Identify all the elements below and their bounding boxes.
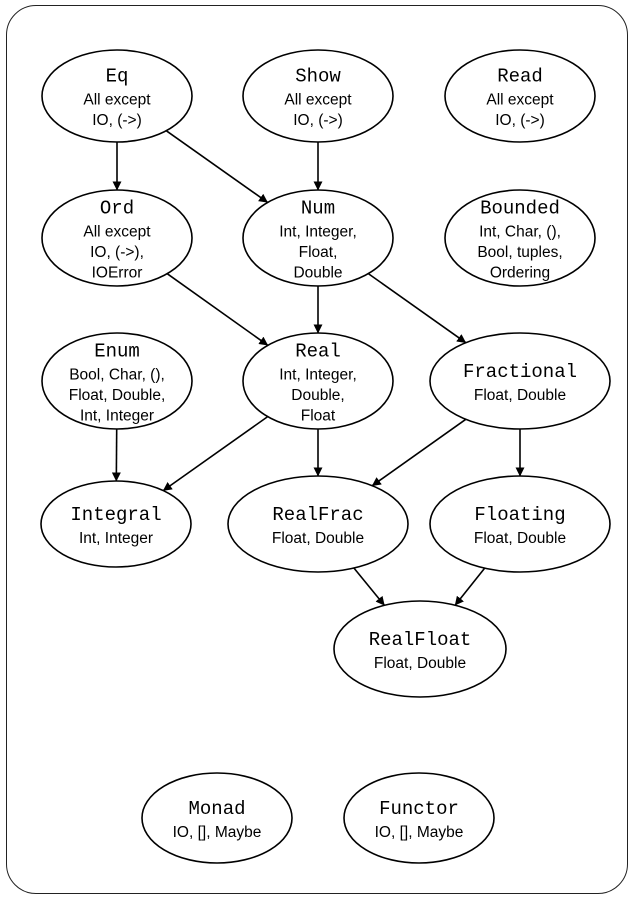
node-instances-line: Float, Double xyxy=(374,655,466,672)
node-instances-line: Float, Double xyxy=(272,530,364,547)
node-instances-line: Int, Integer xyxy=(80,407,154,424)
edge-real-to-integral xyxy=(162,415,269,492)
node-ellipse xyxy=(444,49,596,143)
node-instances-line: Float, Double xyxy=(474,387,566,404)
node-name: Real xyxy=(295,340,341,362)
node-name: Monad xyxy=(188,798,245,820)
edge-fractional-to-realfrac xyxy=(371,418,467,487)
node-instances-line: Int, Integer, xyxy=(279,366,357,383)
edge-ord-to-real xyxy=(166,273,269,346)
edge-eq-to-num xyxy=(165,130,269,204)
node-ellipse xyxy=(227,475,409,573)
node-name: Integral xyxy=(70,504,161,526)
node-instances-line: Float xyxy=(301,407,336,424)
node-name: Fractional xyxy=(463,361,577,383)
node-name: Show xyxy=(295,66,341,88)
node-instances-line: IO, [], Maybe xyxy=(173,824,262,841)
node-instances-line: Int, Integer xyxy=(79,530,153,547)
edge-floating-to-realfloat xyxy=(454,567,486,606)
node-ellipse xyxy=(343,772,495,864)
node-instances-line: Float, Double, xyxy=(69,387,166,404)
node-ellipse xyxy=(242,49,394,143)
node-ellipse xyxy=(40,480,192,568)
node-name: Num xyxy=(301,197,335,219)
node-name: RealFloat xyxy=(369,629,472,651)
node-instances-line: Bool, Char, (), xyxy=(69,366,165,383)
node-instances-line: IO, (->) xyxy=(92,112,142,129)
node-ellipse xyxy=(141,772,293,864)
node-instances-line: Float, xyxy=(299,244,338,261)
node-ellipse xyxy=(444,189,596,287)
node-ellipse xyxy=(242,189,394,287)
edges-layer xyxy=(111,130,525,606)
node-ellipse xyxy=(429,332,611,430)
node-instances-line: Ordering xyxy=(490,264,550,281)
node-instances-line: Int, Integer, xyxy=(279,223,357,240)
node-name: Ord xyxy=(100,197,134,219)
edge-num-to-fractional xyxy=(367,272,467,344)
node-instances-line: All except xyxy=(284,92,352,109)
node-instances-line: IO, [], Maybe xyxy=(375,824,464,841)
node-instances-line: All except xyxy=(83,92,151,109)
node-ellipse xyxy=(242,332,394,430)
node-ellipse xyxy=(429,475,611,573)
node-instances-line: IO, (->), xyxy=(90,244,144,261)
edge-realfrac-to-realfloat xyxy=(353,567,386,606)
node-name: RealFrac xyxy=(272,504,363,526)
node-instances-line: Int, Char, (), xyxy=(479,223,561,240)
node-instances-line: Bool, tuples, xyxy=(477,244,562,261)
node-name: Eq xyxy=(106,66,129,88)
node-ellipse xyxy=(333,600,507,698)
node-instances-line: Float, Double xyxy=(474,530,566,547)
node-instances-line: IO, (->) xyxy=(495,112,545,129)
diagram-frame xyxy=(6,5,628,894)
node-ellipse xyxy=(41,49,193,143)
node-instances-line: IOError xyxy=(92,264,143,281)
node-ellipse xyxy=(41,332,193,430)
node-name: Read xyxy=(497,66,543,88)
node-name: Floating xyxy=(474,504,565,526)
node-instances-line: All except xyxy=(83,223,151,240)
node-instances-line: Double xyxy=(293,264,342,281)
node-name: Enum xyxy=(94,340,140,362)
node-name: Bounded xyxy=(480,197,560,219)
node-instances-line: Double, xyxy=(291,387,344,404)
node-name: Functor xyxy=(379,798,459,820)
node-instances-line: All except xyxy=(486,92,554,109)
node-instances-line: IO, (->) xyxy=(293,112,343,129)
node-ellipse xyxy=(41,189,193,287)
